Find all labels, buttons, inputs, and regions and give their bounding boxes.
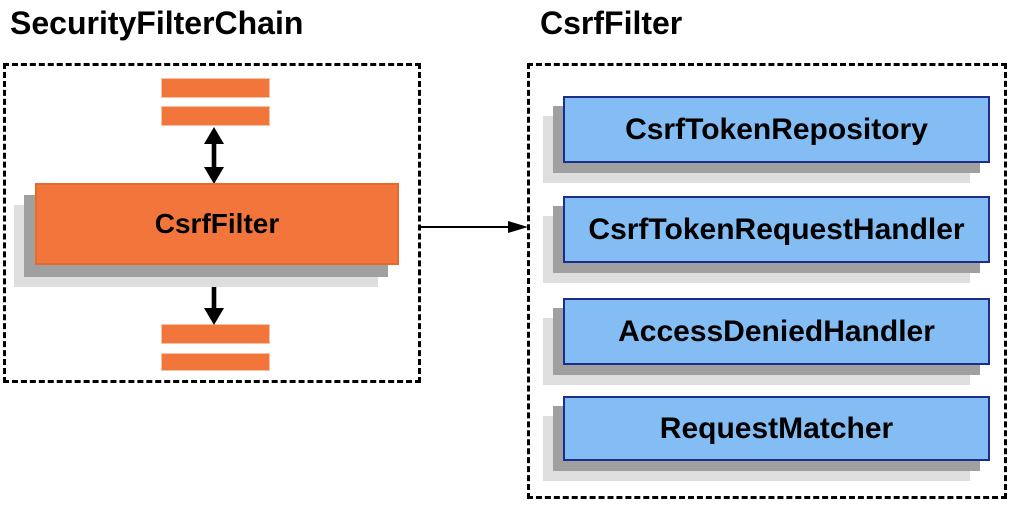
component-label: CsrfTokenRepository [625,112,928,146]
component-request-matcher: RequestMatcher [563,396,990,461]
double-arrow-icon [204,267,224,325]
security-filter-chain-container [3,63,421,383]
filter-placeholder-bar [161,353,270,371]
component-csrf-token-repository: CsrfTokenRepository [563,96,990,163]
csrf-filter-title: CsrfFilter [540,5,683,41]
arrow-right-icon [421,221,528,233]
csrf-filter-components-container: CsrfTokenRepository CsrfTokenRequestHand… [527,63,1007,499]
component-label: CsrfTokenRequestHandler [588,212,965,246]
double-arrow-icon [204,127,224,184]
filter-placeholder-bar [161,106,270,126]
component-access-denied-handler: AccessDeniedHandler [563,298,990,365]
filter-placeholder-bar [161,324,270,344]
csrf-filter-node: CsrfFilter [35,183,399,265]
component-label: RequestMatcher [659,411,894,445]
component-csrf-token-request-handler: CsrfTokenRequestHandler [563,196,990,263]
security-filter-chain-title: SecurityFilterChain [10,5,304,41]
filter-placeholder-bar [161,78,270,98]
csrf-filter-node-label: CsrfFilter [154,208,280,239]
component-label: AccessDeniedHandler [618,314,935,348]
